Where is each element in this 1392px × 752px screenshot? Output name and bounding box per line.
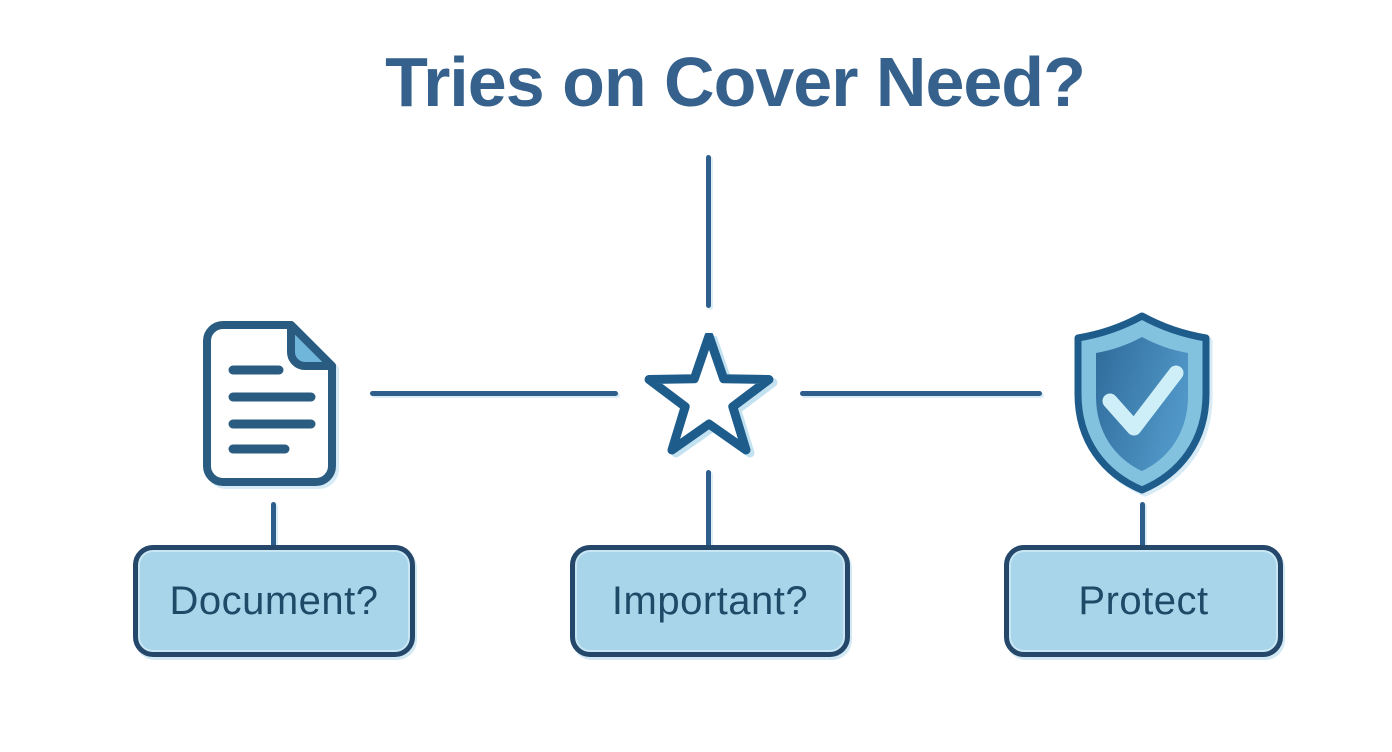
node-document: Document? [133,545,415,657]
connector-star-to-box [706,470,711,547]
node-protect: Protect [1004,545,1283,657]
star-icon [642,331,776,462]
connector-star-to-shield [800,391,1042,396]
node-important: Important? [570,545,850,657]
document-icon [203,321,336,491]
diagram-title: Tries on Cover Need? [385,43,1086,121]
connector-title-to-star [706,155,711,308]
connector-shield-to-box [1140,502,1145,547]
shield-check-icon [1066,311,1218,502]
connector-document-to-star [370,391,618,396]
connector-document-to-box [271,502,276,547]
